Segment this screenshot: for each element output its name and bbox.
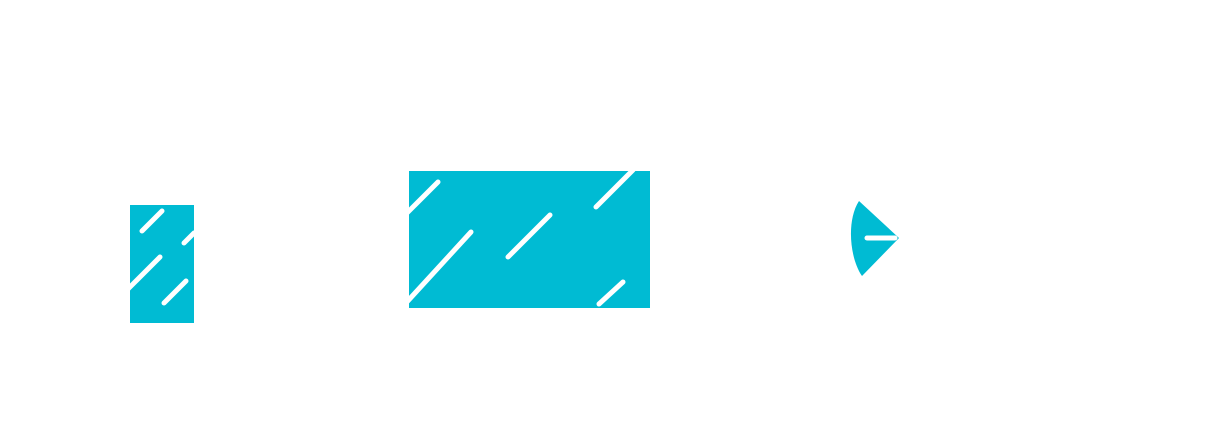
tablet-glare-lines	[409, 171, 636, 307]
phone-glare-lines	[130, 208, 194, 306]
tablet-screen-glass-icon	[409, 171, 650, 308]
phone-screen-glass-icon	[130, 205, 194, 323]
phone-glass-body	[130, 205, 194, 323]
camera-lens-glass-icon	[850, 201, 899, 276]
